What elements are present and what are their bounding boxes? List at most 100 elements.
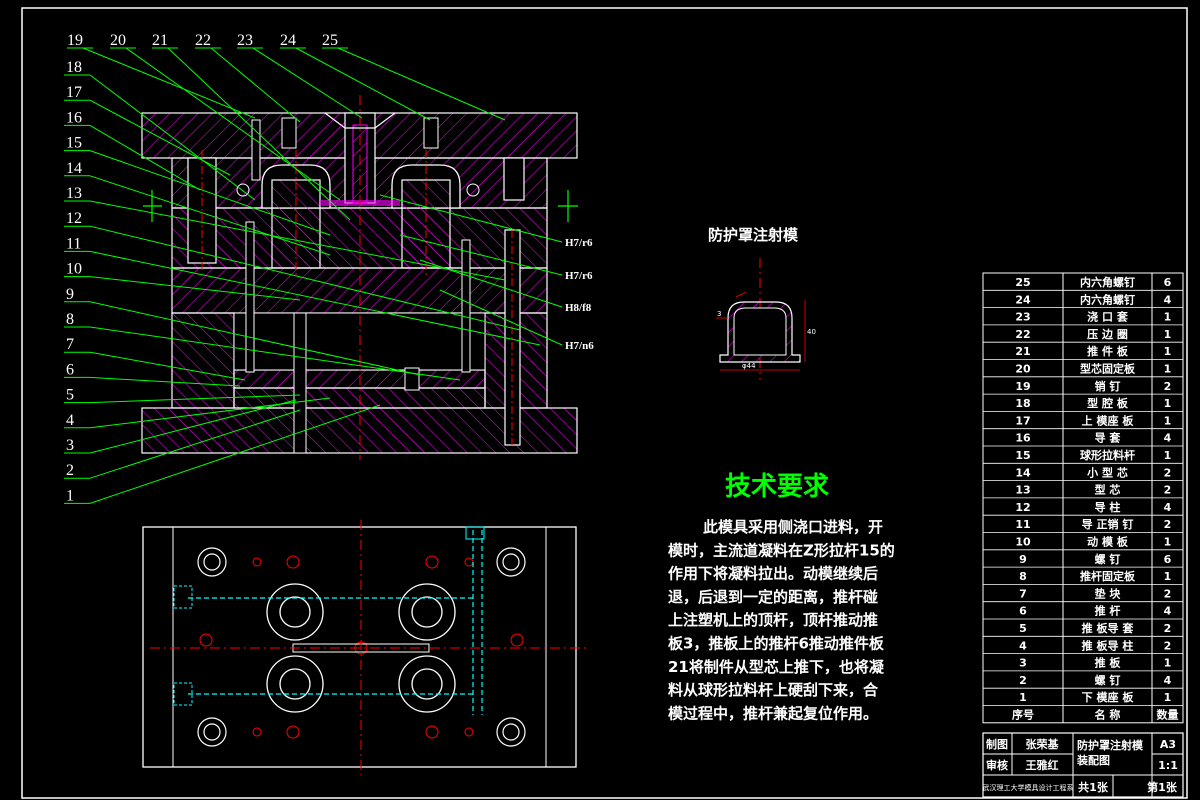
bom-name: 上 模座 板 xyxy=(1082,413,1135,427)
bom-no: 25 xyxy=(1015,276,1030,289)
check-label: 审核 xyxy=(986,758,1008,772)
tech-line: 此模具采用侧浇口进料，开 xyxy=(703,518,883,536)
leader-label: 3 xyxy=(66,437,74,454)
bom-qty: 1 xyxy=(1164,691,1172,704)
bom-qty: 2 xyxy=(1164,622,1172,635)
bom-header-qty: 数量 xyxy=(1157,708,1179,722)
bom-no: 9 xyxy=(1019,553,1027,566)
bom-name: 推 板导 套 xyxy=(1082,621,1135,635)
bom-qty: 4 xyxy=(1164,432,1172,445)
drawing-title: 防护罩注射模 xyxy=(1077,738,1144,752)
bom-name: 球形拉料杆 xyxy=(1080,448,1135,462)
leader-label: 9 xyxy=(66,286,74,303)
drawn-name: 张荣基 xyxy=(1026,737,1060,751)
bom-qty: 6 xyxy=(1164,276,1172,289)
bom-no: 23 xyxy=(1015,311,1030,324)
drawing-subtitle: 装配图 xyxy=(1076,753,1110,767)
bom-no: 17 xyxy=(1015,414,1030,427)
leader-label: 16 xyxy=(66,109,82,126)
leader-label: 18 xyxy=(66,59,82,76)
tech-line: 料从球形拉料杆上硬刮下来，合 xyxy=(668,681,879,699)
bom-name: 内六角螺钉 xyxy=(1080,292,1135,306)
bom-name: 销 钉 xyxy=(1095,379,1121,393)
bom-name: 螺 钉 xyxy=(1095,673,1121,687)
bom-no: 14 xyxy=(1015,466,1031,479)
bom-name: 型 芯 xyxy=(1095,483,1121,497)
leader-label: 24 xyxy=(280,32,296,49)
bom-header-name: 名 称 xyxy=(1095,708,1121,722)
bom-qty: 2 xyxy=(1164,466,1172,479)
dim-height: 40 xyxy=(807,328,816,336)
fit-label: H7/r6 xyxy=(565,270,593,282)
plan-view xyxy=(142,520,590,775)
bom-name: 导 柱 xyxy=(1095,500,1121,514)
leader-label: 10 xyxy=(66,261,82,278)
bom-name: 型芯固定板 xyxy=(1080,362,1136,376)
bom-no: 15 xyxy=(1015,449,1030,462)
bom-qty: 1 xyxy=(1164,536,1172,549)
leader-label: 1 xyxy=(66,487,74,504)
bom-qty: 2 xyxy=(1164,484,1172,497)
bom-name: 垫 块 xyxy=(1095,586,1122,600)
tech-line: 退，后退到一定的距离，推杆碰 xyxy=(668,588,878,606)
bom-no: 11 xyxy=(1015,518,1030,531)
leader-label: 4 xyxy=(66,412,74,429)
bom-qty: 1 xyxy=(1164,397,1172,410)
dim-diameter: φ44 xyxy=(742,362,756,370)
leader-label: 22 xyxy=(195,32,211,49)
bom-name: 压 边 圈 xyxy=(1087,327,1128,341)
bom-name: 螺 钉 xyxy=(1095,552,1121,566)
bom-qty: 2 xyxy=(1164,639,1172,652)
bom-name: 下 模座 板 xyxy=(1082,690,1135,704)
bom-name: 推杆固定板 xyxy=(1080,569,1136,583)
leader-label: 15 xyxy=(66,135,82,152)
leader-label: 21 xyxy=(152,32,168,49)
bom-qty: 4 xyxy=(1164,293,1172,306)
bom-qty: 1 xyxy=(1164,414,1172,427)
bom-name: 小 型 芯 xyxy=(1086,465,1128,479)
tech-line: 模过程中，推杆兼起复位作用。 xyxy=(668,704,878,722)
leader-label: 17 xyxy=(66,84,82,101)
bom-qty: 4 xyxy=(1164,674,1172,687)
bom-no: 19 xyxy=(1015,380,1030,393)
leader-label: 6 xyxy=(66,361,74,378)
tech-requirements: 此模具采用侧浇口进料，开模时，主流道凝料在Z形拉杆15的作用下将凝料拉出。动模继… xyxy=(668,518,895,722)
paper-size: A3 xyxy=(1160,738,1176,751)
leader-label: 8 xyxy=(66,311,74,328)
bom-no: 8 xyxy=(1019,570,1027,583)
bom-no: 21 xyxy=(1015,345,1030,358)
bom-qty: 4 xyxy=(1164,605,1172,618)
leader-label: 12 xyxy=(66,210,82,227)
part-view: 防护罩注射模 40 3 φ44 xyxy=(708,226,816,380)
fit-label: H8/f8 xyxy=(565,302,592,314)
bom-name: 导 正销 钉 xyxy=(1082,517,1134,531)
bom-no: 5 xyxy=(1019,622,1027,635)
bom-qty: 1 xyxy=(1164,570,1172,583)
bom-no: 10 xyxy=(1015,536,1031,549)
bom-no: 3 xyxy=(1019,657,1027,670)
bom-name: 推 板 xyxy=(1095,656,1122,670)
bom-name: 推 杆 xyxy=(1095,604,1121,618)
bom-qty: 2 xyxy=(1164,587,1172,600)
bom-qty: 1 xyxy=(1164,345,1172,358)
leader-label: 14 xyxy=(66,160,82,177)
check-name: 王雅红 xyxy=(1026,758,1059,772)
bom-no: 6 xyxy=(1019,605,1027,618)
tech-line: 上注塑机上的顶杆，顶杆推动推 xyxy=(668,611,878,629)
bom-no: 1 xyxy=(1019,691,1027,704)
school-name: 武汉理工大学模具设计工程系 xyxy=(983,783,1074,792)
fit-label: H7/n6 xyxy=(565,340,594,352)
leader-label: 11 xyxy=(66,235,81,252)
bom-qty: 1 xyxy=(1164,363,1172,376)
bom-no: 2 xyxy=(1019,674,1027,687)
bom-name: 内六角螺钉 xyxy=(1080,275,1135,289)
fit-label: H7/r6 xyxy=(565,237,593,249)
tech-heading: 技术要求 xyxy=(725,472,829,502)
bom-no: 4 xyxy=(1019,639,1027,652)
bom-name: 导 套 xyxy=(1095,431,1122,445)
bom-no: 24 xyxy=(1015,293,1031,306)
bom-qty: 1 xyxy=(1164,449,1172,462)
leader-label: 5 xyxy=(66,387,74,404)
leader-label: 13 xyxy=(66,185,82,202)
